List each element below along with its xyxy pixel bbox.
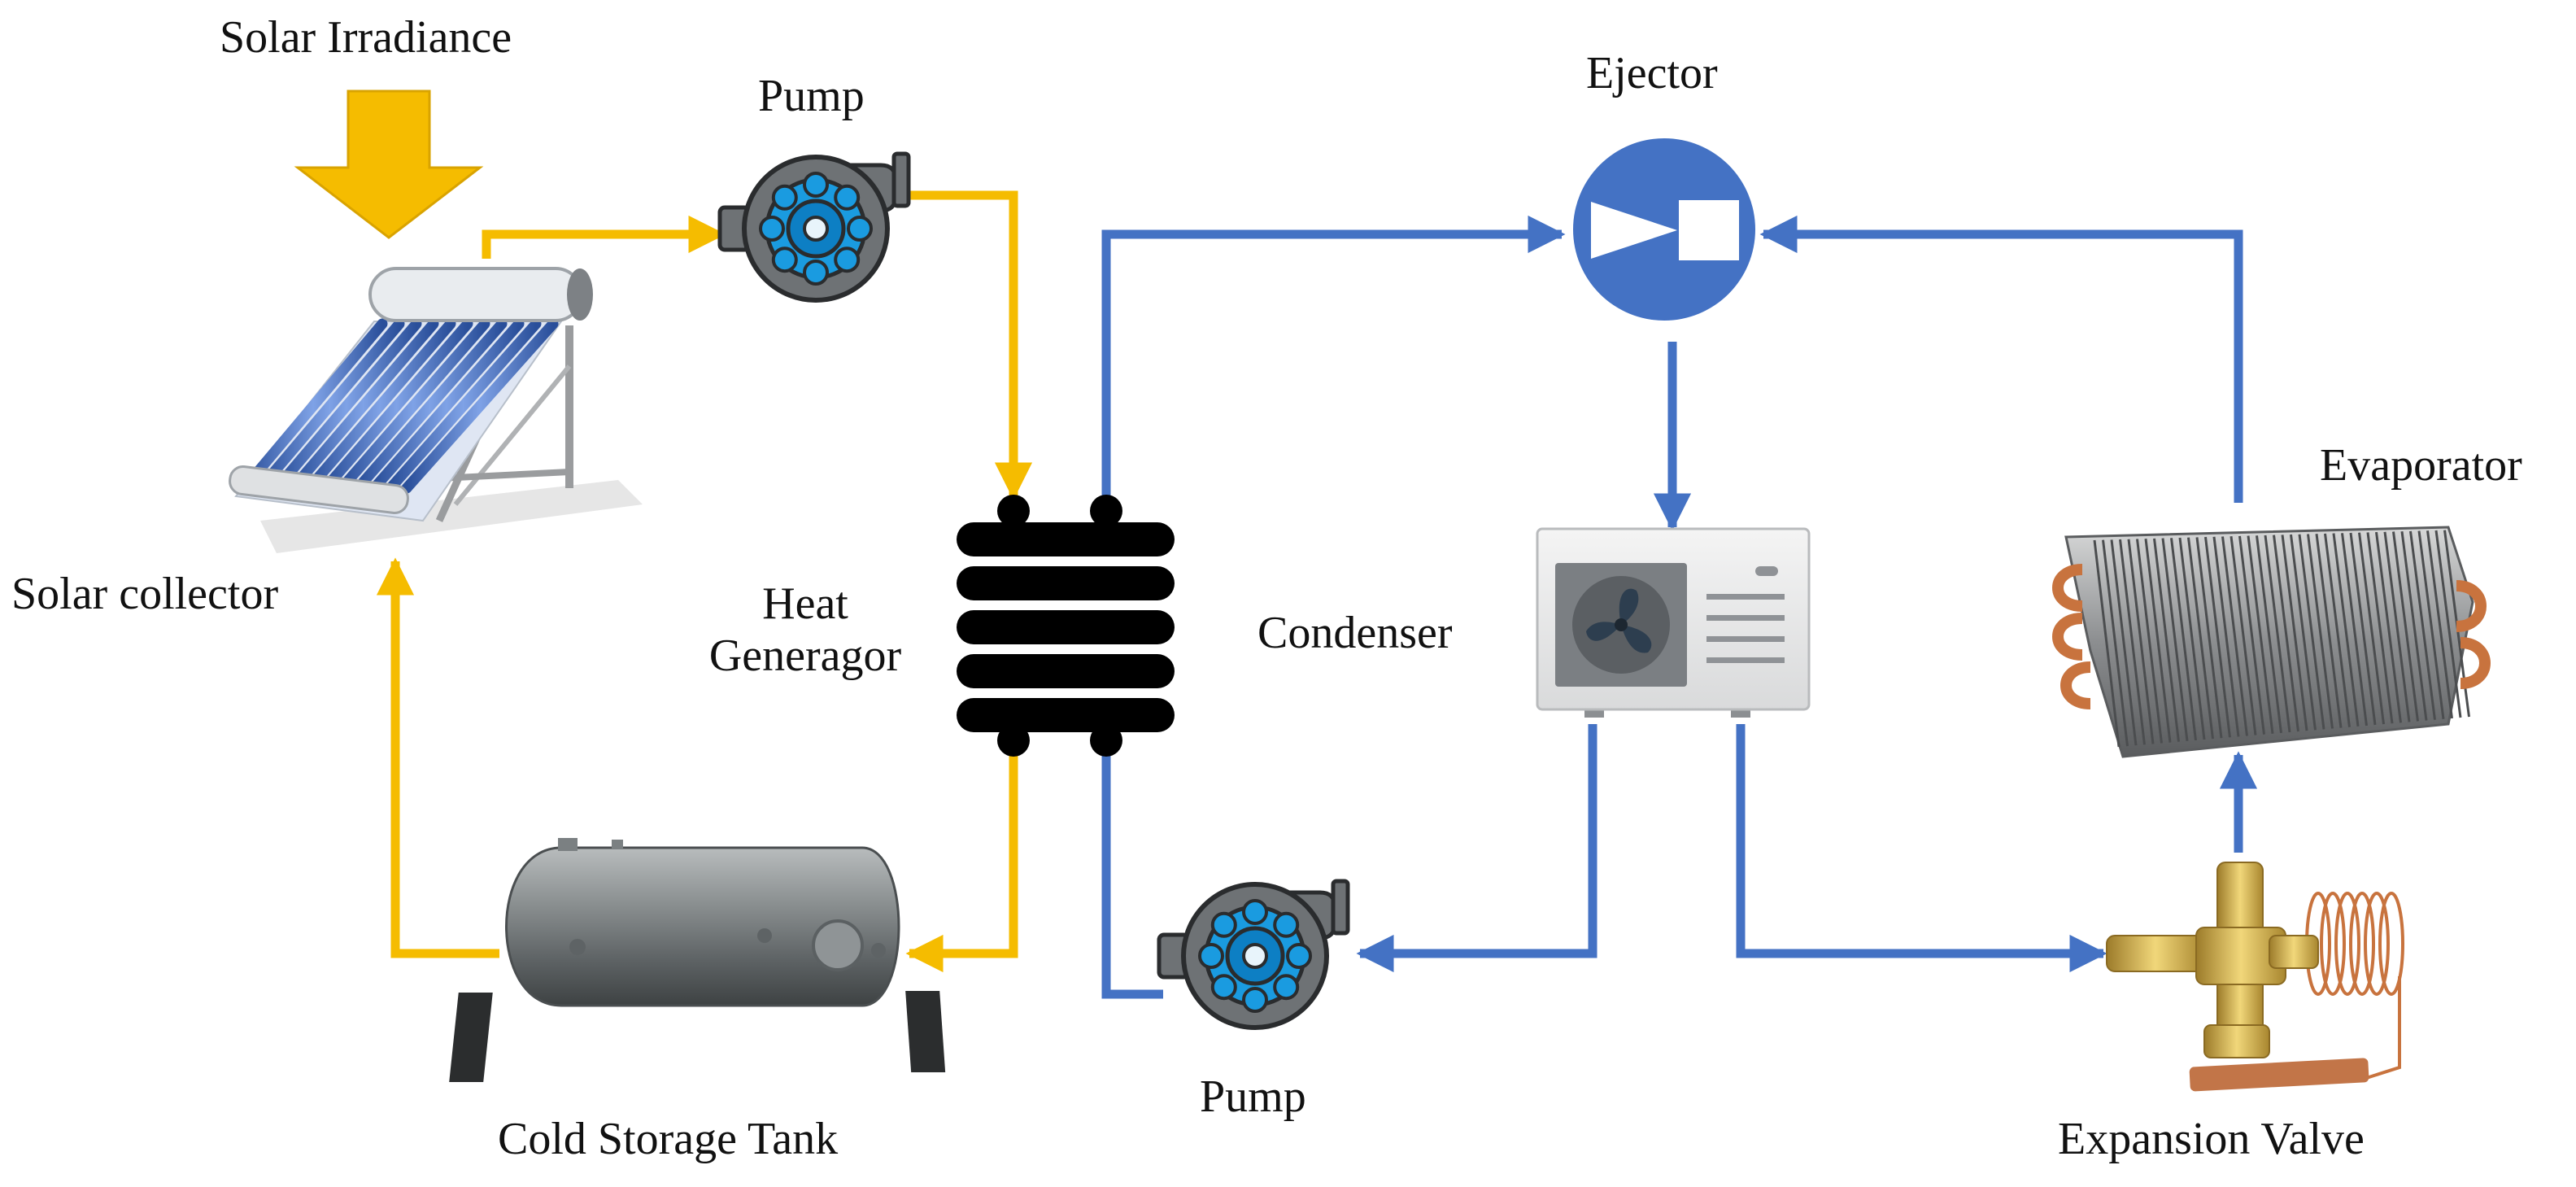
solar-collector-label: Solar collector: [11, 569, 279, 619]
condenser-label: Condenser: [1257, 608, 1453, 658]
pump-top-icon: [717, 151, 911, 303]
cold-storage-tank-label: Cold Storage Tank: [498, 1114, 839, 1164]
solar-irradiance-label: Solar Irradiance: [220, 12, 512, 63]
solar-irradiance-arrow: [294, 89, 484, 239]
heat-generator-icon: [957, 495, 1175, 757]
refrigerant-loop-pipes: [1101, 215, 2258, 999]
ejector-icon: [1573, 138, 1755, 321]
solar-loop-pipes: [376, 190, 1033, 973]
pipe-condenser-to-valve: [1736, 724, 2107, 973]
heat-generator-label-line1: Heat: [762, 578, 848, 629]
cold-storage-tank-icon: [449, 838, 946, 1082]
pipe-collector-to-pump: [482, 215, 726, 259]
pump-top-label: Pump: [758, 71, 865, 121]
ejector-label: Ejector: [1586, 48, 1718, 98]
expansion-valve-icon: [2106, 862, 2404, 1092]
expansion-valve-label: Expansion Valve: [2058, 1114, 2365, 1164]
pipe-tank-to-collector: [376, 557, 499, 958]
evaporator-icon: [2052, 526, 2491, 758]
pump-bottom-label: Pump: [1200, 1071, 1306, 1122]
pipe-condenser-to-pump: [1356, 724, 1597, 973]
pump-bottom-icon: [1157, 879, 1350, 1030]
pipe-evaporator-to-ejector: [1759, 215, 2243, 503]
condenser-icon: [1536, 527, 1811, 718]
heat-generator-label-line2: Generagor: [708, 631, 902, 682]
pipe-pump-to-generator: [904, 190, 1033, 500]
pipe-generator-to-tank: [905, 755, 1018, 973]
evaporator-label: Evaporator: [2320, 440, 2522, 491]
pipe-pump-to-generator-return: [1101, 755, 1163, 999]
pipe-generator-to-ejector: [1101, 215, 1566, 496]
heat-generator-label: Heat Generagor: [675, 578, 935, 683]
solar-collector-icon: [229, 267, 643, 553]
